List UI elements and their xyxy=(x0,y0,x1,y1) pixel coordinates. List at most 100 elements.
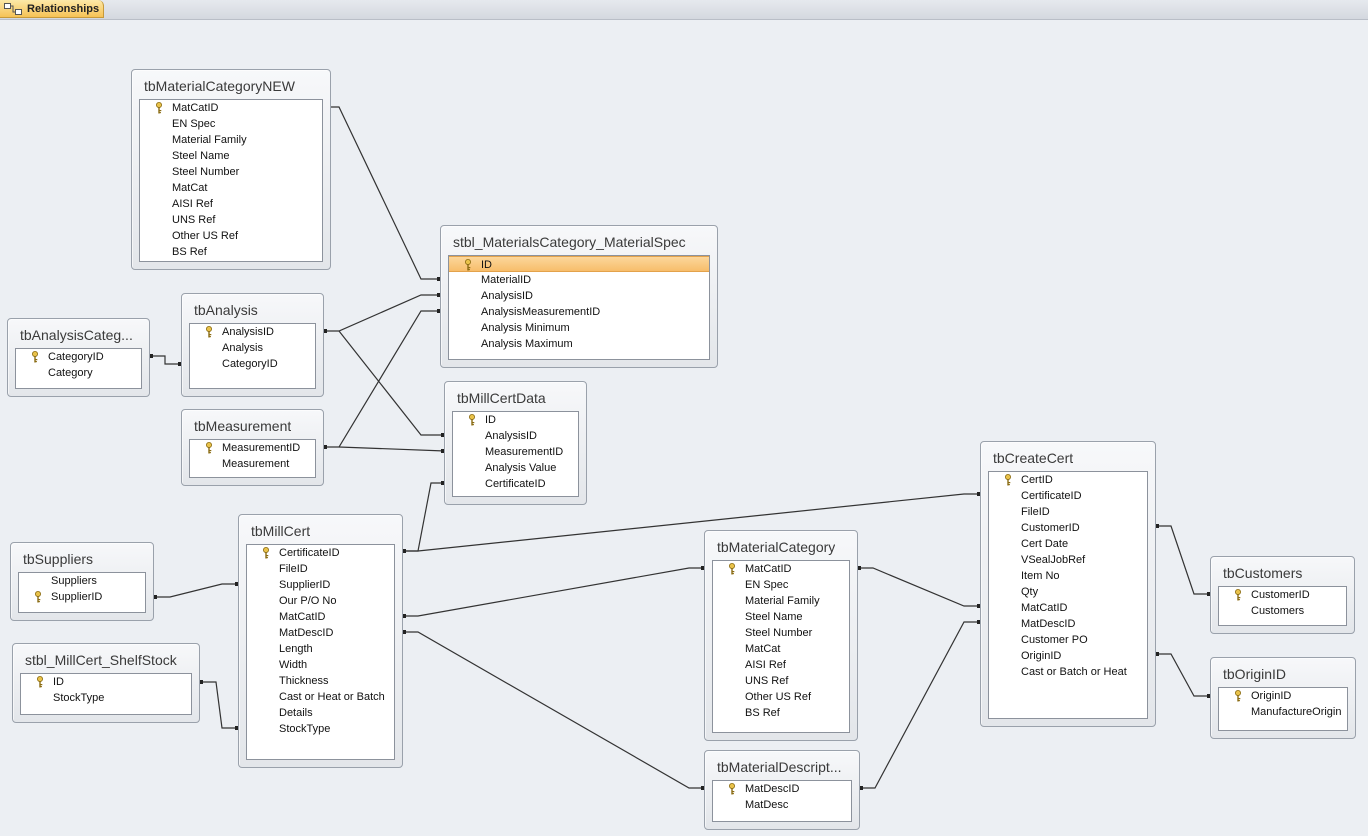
field-row[interactable]: CertificateID xyxy=(453,476,578,492)
field-row[interactable]: Category xyxy=(16,365,141,381)
field-name: Steel Number xyxy=(745,627,813,639)
field-row[interactable]: AnalysisMeasurementID xyxy=(449,304,709,320)
field-row[interactable]: Item No xyxy=(989,568,1147,584)
field-row[interactable]: Analysis xyxy=(190,340,315,356)
field-row[interactable]: CategoryID xyxy=(190,356,315,372)
field-row[interactable]: Material Family xyxy=(140,132,322,148)
field-row[interactable]: CertificateID xyxy=(247,545,394,561)
field-row[interactable]: OriginID xyxy=(989,648,1147,664)
field-row[interactable]: MatCatID xyxy=(989,600,1147,616)
field-row[interactable]: Other US Ref xyxy=(140,228,322,244)
field-row[interactable]: MeasurementID xyxy=(453,444,578,460)
field-row[interactable]: Steel Name xyxy=(140,148,322,164)
field-row[interactable]: Thickness xyxy=(247,673,394,689)
field-row[interactable]: EN Spec xyxy=(713,577,849,593)
field-row[interactable]: Suppliers xyxy=(19,573,145,589)
field-row[interactable]: VSealJobRef xyxy=(989,552,1147,568)
field-row[interactable]: Analysis Minimum xyxy=(449,320,709,336)
field-row[interactable]: AnalysisID xyxy=(453,428,578,444)
field-row[interactable]: EN Spec xyxy=(140,116,322,132)
field-row[interactable]: Width xyxy=(247,657,394,673)
field-row[interactable]: MatDescID xyxy=(989,616,1147,632)
field-row[interactable]: BS Ref xyxy=(140,244,322,260)
field-row[interactable]: Analysis Maximum xyxy=(449,336,709,352)
field-row[interactable]: Customers xyxy=(1219,603,1346,619)
field-row[interactable]: UNS Ref xyxy=(713,673,849,689)
field-name: Thickness xyxy=(279,675,329,687)
field-name: BS Ref xyxy=(745,707,780,719)
field-row[interactable]: SupplierID xyxy=(19,589,145,605)
field-row[interactable]: MatDescID xyxy=(713,781,851,797)
field-row[interactable]: MatCatID xyxy=(713,561,849,577)
field-row[interactable]: ManufactureOrigin xyxy=(1219,704,1347,720)
field-row[interactable]: AISI Ref xyxy=(713,657,849,673)
field-row[interactable]: AISI Ref xyxy=(140,196,322,212)
field-row[interactable]: Steel Number xyxy=(140,164,322,180)
field-row[interactable]: Length xyxy=(247,641,394,657)
field-row[interactable]: Other US Ref xyxy=(713,689,849,705)
table-title: tbAnalysis xyxy=(194,302,258,318)
field-row[interactable]: MatCatID xyxy=(140,100,322,116)
field-row[interactable]: Our P/O No xyxy=(247,593,394,609)
relationships-tab[interactable]: Relationships xyxy=(0,0,104,18)
field-row[interactable]: MaterialID xyxy=(449,272,709,288)
field-row[interactable]: CertificateID xyxy=(989,488,1147,504)
field-row[interactable]: FileID xyxy=(247,561,394,577)
field-row[interactable]: AnalysisID xyxy=(190,324,315,340)
table-title: stbl_MillCert_ShelfStock xyxy=(25,652,177,668)
field-row[interactable]: Measurement xyxy=(190,456,315,472)
field-row[interactable]: CustomerID xyxy=(989,520,1147,536)
field-name: CertificateID xyxy=(1021,490,1082,502)
field-row[interactable]: MeasurementID xyxy=(190,440,315,456)
field-row[interactable]: CustomerID xyxy=(1219,587,1346,603)
field-row[interactable]: StockType xyxy=(247,721,394,737)
field-row[interactable]: Customer PO xyxy=(989,632,1147,648)
field-row[interactable]: MatDesc xyxy=(713,797,851,813)
field-row[interactable]: Steel Name xyxy=(713,609,849,625)
field-row[interactable]: OriginID xyxy=(1219,688,1347,704)
field-row[interactable]: Material Family xyxy=(713,593,849,609)
field-row[interactable]: ID xyxy=(453,412,578,428)
field-row[interactable]: Steel Number xyxy=(713,625,849,641)
primary-key-icon xyxy=(262,547,270,559)
field-row[interactable]: StockType xyxy=(21,690,191,706)
field-row[interactable]: CategoryID xyxy=(16,349,141,365)
field-row[interactable]: Cert Date xyxy=(989,536,1147,552)
table-title: tbMeasurement xyxy=(194,418,292,434)
field-name: EN Spec xyxy=(172,118,216,130)
field-row[interactable]: AnalysisID xyxy=(449,288,709,304)
field-row[interactable]: ID xyxy=(449,256,709,272)
field-row[interactable]: CertID xyxy=(989,472,1147,488)
field-row[interactable]: FileID xyxy=(989,504,1147,520)
field-row[interactable]: SupplierID xyxy=(247,577,394,593)
field-row[interactable]: UNS Ref xyxy=(140,212,322,228)
field-row[interactable]: Cast or Batch or Heat xyxy=(989,664,1147,680)
relationship-line xyxy=(323,294,441,332)
field-row[interactable]: BS Ref xyxy=(713,705,849,721)
field-row[interactable]: Cast or Heat or Batch xyxy=(247,689,394,705)
field-row[interactable]: Analysis Value xyxy=(453,460,578,476)
field-row[interactable]: MatDescID xyxy=(247,625,394,641)
field-row[interactable]: MatCat xyxy=(713,641,849,657)
field-row[interactable]: MatCatID xyxy=(247,609,394,625)
primary-key-icon xyxy=(34,591,42,603)
field-row[interactable]: ID xyxy=(21,674,191,690)
field-row[interactable]: Details xyxy=(247,705,394,721)
field-row[interactable]: MatCat xyxy=(140,180,322,196)
field-row[interactable]: Qty xyxy=(989,584,1147,600)
primary-key-icon xyxy=(31,351,39,363)
